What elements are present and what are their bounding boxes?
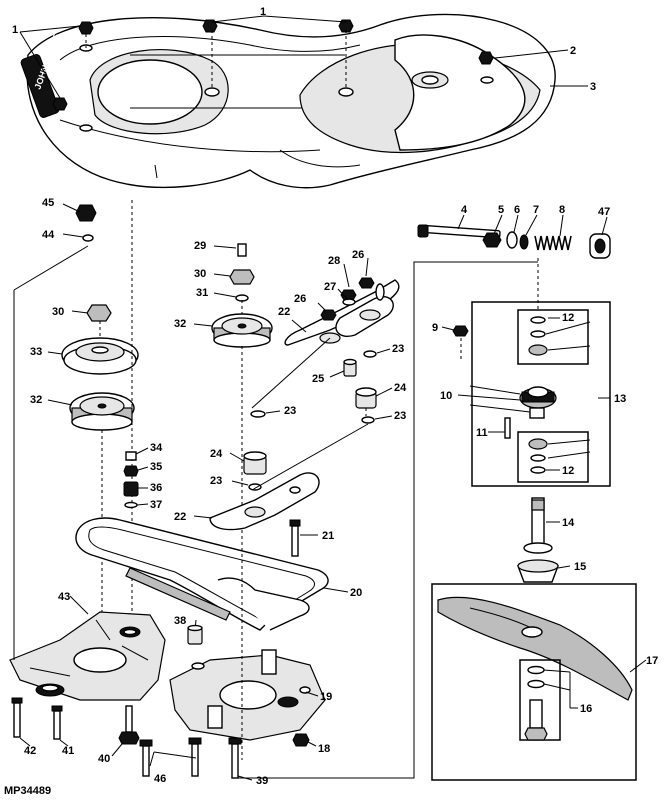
callout-1-top: 1 bbox=[260, 6, 266, 18]
callout-3: 3 bbox=[590, 81, 596, 93]
mower-deck: JOHN DEERE bbox=[20, 13, 556, 189]
idler-column bbox=[193, 243, 320, 557]
callout-8: 8 bbox=[559, 204, 565, 216]
callout-23-c: 23 bbox=[394, 410, 406, 422]
callout-26-mid: 26 bbox=[294, 293, 306, 305]
callout-45: 45 bbox=[42, 197, 54, 209]
callout-2: 2 bbox=[570, 45, 576, 57]
left-base-plate bbox=[9, 595, 166, 757]
callout-14: 14 bbox=[562, 517, 575, 529]
callout-5: 5 bbox=[498, 204, 504, 216]
callout-26-top: 26 bbox=[352, 249, 364, 261]
callout-22-bottom: 22 bbox=[174, 511, 186, 523]
callout-27: 27 bbox=[324, 281, 336, 293]
callout-44: 44 bbox=[42, 229, 55, 241]
callout-10: 10 bbox=[440, 390, 452, 402]
callout-33: 33 bbox=[30, 346, 42, 358]
callout-30-left: 30 bbox=[52, 306, 64, 318]
callout-23-a: 23 bbox=[392, 343, 404, 355]
callout-13: 13 bbox=[614, 393, 626, 405]
callout-24-upper: 24 bbox=[394, 382, 407, 394]
callout-6: 6 bbox=[514, 204, 520, 216]
callout-41: 41 bbox=[62, 745, 74, 757]
spindle-box bbox=[441, 258, 611, 583]
callout-35: 35 bbox=[150, 461, 162, 473]
blade-box bbox=[431, 583, 647, 781]
callout-4: 4 bbox=[461, 204, 468, 216]
callout-11: 11 bbox=[476, 427, 488, 439]
callout-37: 37 bbox=[150, 499, 162, 511]
deck-nuts bbox=[52, 19, 494, 132]
callout-29: 29 bbox=[194, 240, 206, 252]
callout-7: 7 bbox=[533, 204, 539, 216]
callout-34: 34 bbox=[150, 442, 163, 454]
callout-30-center: 30 bbox=[194, 268, 206, 280]
callout-1-left: 1 bbox=[12, 24, 18, 36]
connector-lines bbox=[13, 261, 538, 779]
callout-15: 15 bbox=[574, 561, 586, 573]
callout-12-top: 12 bbox=[562, 312, 574, 324]
callout-21: 21 bbox=[322, 530, 334, 542]
callout-labels: 1 1 2 3 4 5 6 7 8 47 45 44 29 30 31 30 2… bbox=[12, 6, 658, 787]
callout-32-left: 32 bbox=[30, 394, 42, 406]
callout-25: 25 bbox=[312, 373, 324, 385]
callout-17: 17 bbox=[646, 655, 658, 667]
callout-20: 20 bbox=[350, 587, 362, 599]
callout-39: 39 bbox=[256, 775, 268, 787]
callout-16: 16 bbox=[580, 703, 592, 715]
callout-19: 19 bbox=[320, 691, 332, 703]
tension-spring-assembly bbox=[417, 214, 611, 259]
callout-40: 40 bbox=[98, 753, 110, 765]
callout-43: 43 bbox=[58, 591, 70, 603]
callout-47: 47 bbox=[598, 206, 610, 218]
callout-24-lower: 24 bbox=[210, 448, 223, 460]
callout-31: 31 bbox=[196, 287, 208, 299]
callout-32-center: 32 bbox=[174, 318, 186, 330]
callout-22-top: 22 bbox=[278, 306, 290, 318]
right-base-plate bbox=[139, 619, 326, 781]
callout-46: 46 bbox=[154, 773, 166, 785]
callout-12-bottom: 12 bbox=[562, 465, 574, 477]
drive-belt bbox=[75, 517, 349, 631]
callout-18: 18 bbox=[318, 743, 330, 755]
callout-9: 9 bbox=[432, 322, 438, 334]
callout-42: 42 bbox=[24, 745, 36, 757]
callout-28: 28 bbox=[328, 255, 340, 267]
upper-idler-arm bbox=[251, 257, 400, 491]
callout-23-b: 23 bbox=[284, 405, 296, 417]
left-spindle-column bbox=[13, 200, 149, 640]
leaders-top bbox=[19, 15, 588, 99]
callout-36: 36 bbox=[150, 482, 162, 494]
callout-23-d: 23 bbox=[210, 475, 222, 487]
figure-id: MP34489 bbox=[4, 785, 51, 797]
callout-38: 38 bbox=[174, 615, 186, 627]
